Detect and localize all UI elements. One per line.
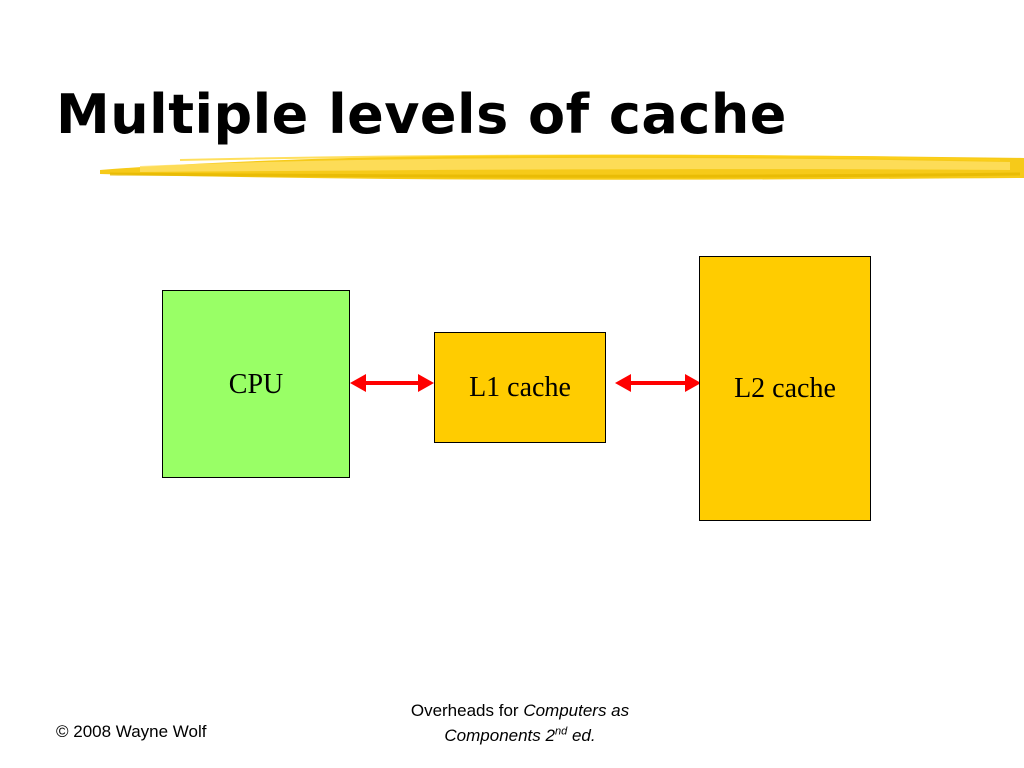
l2-cache-box: L2 cache xyxy=(699,256,871,521)
footer-edition-suffix: ed. xyxy=(571,726,596,745)
cpu-box: CPU xyxy=(162,290,350,478)
footer-line-1: Overheads for Computers as xyxy=(340,698,700,723)
footer-overheads-prefix: Overheads for xyxy=(410,701,519,720)
l1-cache-box: L1 cache xyxy=(434,332,606,443)
l1-l2-bidirectional-arrow xyxy=(615,374,701,392)
footer-book-credit: Overheads for Computers as Components 2n… xyxy=(340,698,700,748)
cpu-label: CPU xyxy=(228,369,284,400)
footer-copyright: © 2008 Wayne Wolf xyxy=(56,722,207,741)
slide-title: Multiple levels of cache xyxy=(56,83,787,146)
l1-cache-label: L1 cache xyxy=(469,371,571,403)
l2-cache-label: L2 cache xyxy=(734,372,836,404)
cpu-l1-bidirectional-arrow xyxy=(350,374,434,392)
footer-edition-superscript: nd xyxy=(554,725,568,738)
footer-line-2: Components 2nd ed. xyxy=(340,723,700,748)
footer-book-title-part1: Computers as xyxy=(523,701,630,720)
footer-book-title-part2: Components 2 xyxy=(444,726,555,745)
title-underline-brushstroke xyxy=(100,154,1024,180)
